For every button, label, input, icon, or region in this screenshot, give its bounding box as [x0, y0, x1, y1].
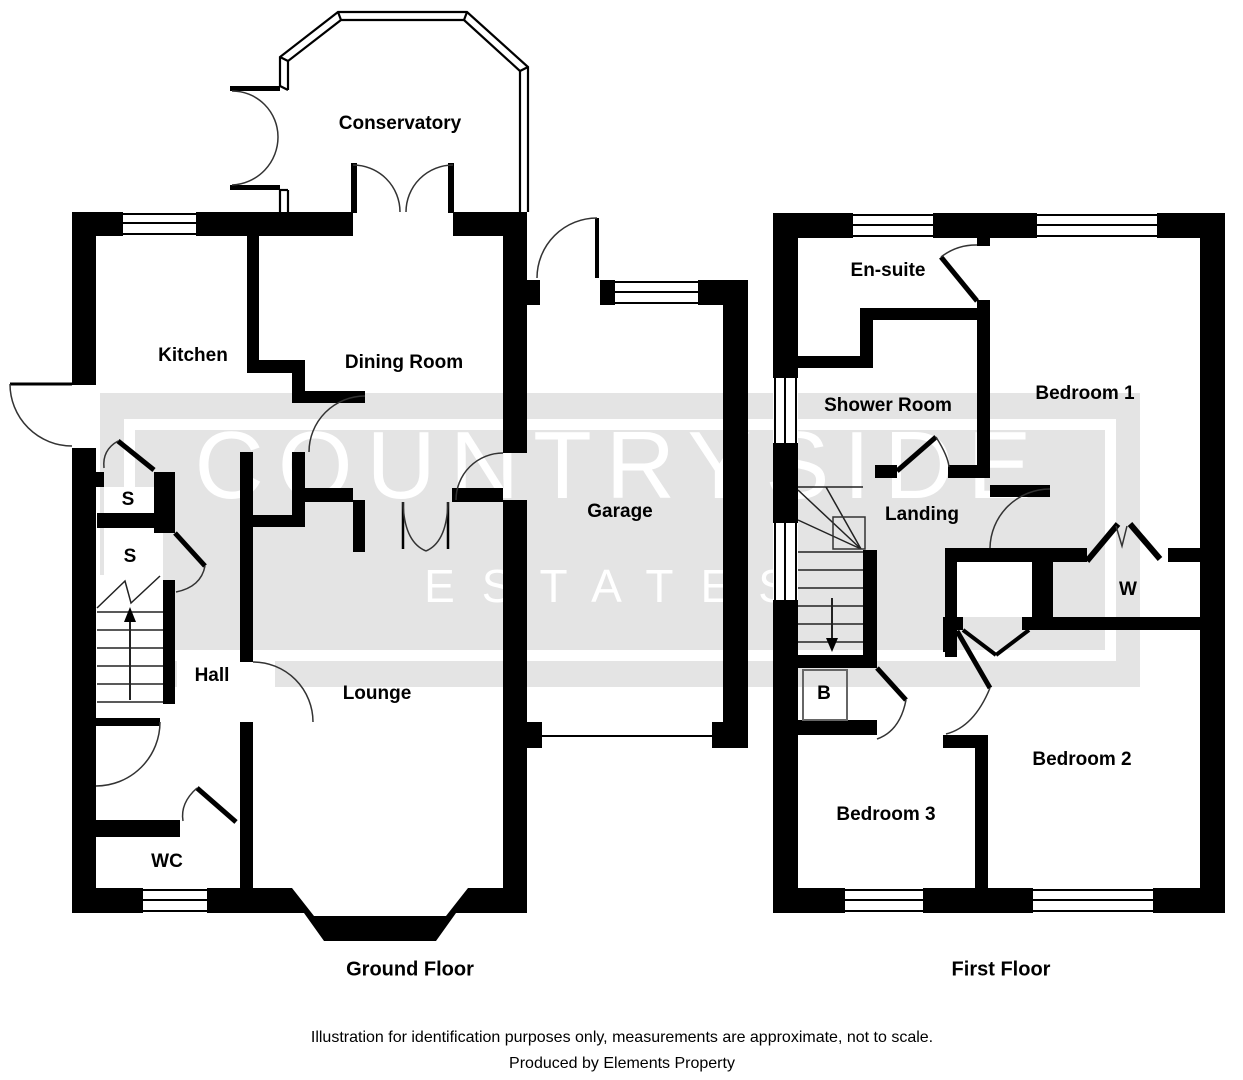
bedroom1-window — [1037, 213, 1157, 238]
wc-window — [143, 888, 207, 913]
ensuite-door-arc — [940, 244, 978, 258]
stairs-winder-box — [832, 516, 866, 550]
room-label-garage: Garage — [587, 501, 653, 522]
garage-lobby-door-arc — [536, 217, 598, 279]
conservatory-glazing — [278, 10, 530, 212]
ground-floor-plan — [9, 10, 748, 941]
kitchen-door-leaf — [116, 439, 156, 472]
room-label-shower-room: Shower Room — [824, 395, 952, 416]
room-label-dining-room: Dining Room — [344, 352, 464, 373]
cupboard-bifold-leaf-right — [994, 628, 1031, 657]
wardrobe-opening-left — [1084, 522, 1121, 563]
first-floor-stairs — [797, 486, 866, 652]
wc-door-arc — [181, 787, 198, 822]
cupboard-bifold-leaf-left — [961, 628, 998, 657]
first-floor-windows — [773, 213, 1157, 913]
shower-room-window — [773, 378, 798, 443]
room-label-bedroom-1: Bedroom 1 — [1035, 383, 1135, 404]
garage-access-door-arc — [455, 452, 504, 501]
room-label-bedroom-2: Bedroom 2 — [1032, 749, 1132, 770]
ensuite-window — [853, 213, 933, 238]
bedroom2-door-arc — [945, 687, 991, 735]
wardrobe-opening-right — [1127, 522, 1163, 561]
ground-floor-title: Ground Floor — [346, 958, 474, 981]
hall-lounge-door-arc — [252, 661, 314, 723]
kitchen-door-arc — [103, 440, 119, 469]
stairs-down-arrow-head — [826, 638, 838, 652]
wc-door-leaf — [195, 786, 238, 824]
store-door-leaf — [173, 531, 207, 568]
bedroom3-door-leaf — [875, 666, 908, 702]
shower-door-arc — [935, 436, 950, 468]
cupboard-floor — [957, 562, 1032, 617]
ground-floor-stairs — [96, 575, 163, 703]
wardrobe-opening-squiggle — [1115, 525, 1128, 549]
front-door-arc — [9, 383, 73, 447]
kitchen-window — [123, 212, 196, 236]
bedroom1-door-arc — [989, 488, 1051, 549]
landing-window — [773, 523, 798, 600]
room-label-lounge: Lounge — [342, 683, 412, 704]
lounge-door-arc-left — [402, 501, 427, 552]
disclaimer-text: Illustration for identification purposes… — [310, 1029, 934, 1046]
bedroom2-window — [1033, 888, 1153, 913]
room-label-en-suite: En-suite — [850, 260, 926, 281]
room-label-wc: WC — [151, 851, 183, 872]
stairs-break-line — [96, 575, 161, 609]
first-floor-doors — [875, 244, 1163, 740]
stairs-up-arrow-head — [124, 607, 136, 622]
understair-door-arc — [95, 721, 161, 787]
ensuite-door-leaf — [939, 255, 979, 303]
first-floor-plan — [773, 213, 1225, 913]
produced-by-text: Produced by Elements Property — [509, 1055, 735, 1072]
room-label-kitchen: Kitchen — [158, 345, 228, 366]
bedroom3-window — [845, 888, 923, 913]
room-label-conservatory: Conservatory — [338, 113, 462, 134]
room-label-landing: Landing — [885, 504, 959, 525]
conservatory-dining-door-arc-right — [405, 164, 454, 213]
conservatory-dining-door-arc-left — [352, 164, 401, 213]
room-label-boiler: B — [817, 683, 831, 704]
lounge-door-arc-right — [425, 501, 449, 552]
boiler-box — [802, 669, 848, 721]
room-label-store-2: S — [123, 546, 137, 567]
conservatory-side-door-arc-top — [231, 90, 279, 138]
room-label-store-1: S — [121, 489, 135, 510]
room-label-bedroom-3: Bedroom 3 — [836, 804, 936, 825]
room-label-hall: Hall — [194, 665, 230, 686]
ground-floor-windows — [123, 212, 698, 913]
ground-floor-doors — [9, 90, 712, 824]
store-door-arc — [175, 565, 206, 593]
shower-door-leaf — [895, 435, 938, 473]
conservatory-side-door-arc-bottom — [231, 136, 279, 186]
dining-hall-door-arc — [308, 395, 366, 453]
first-floor-title: First Floor — [951, 958, 1051, 981]
bedroom3-door-arc — [876, 699, 907, 740]
room-label-wardrobe: W — [1119, 579, 1137, 600]
bedroom2-door-leaf — [954, 629, 993, 690]
ground-floor-walls — [72, 86, 748, 941]
first-floor-walls — [773, 213, 1225, 913]
garage-window — [615, 280, 698, 305]
